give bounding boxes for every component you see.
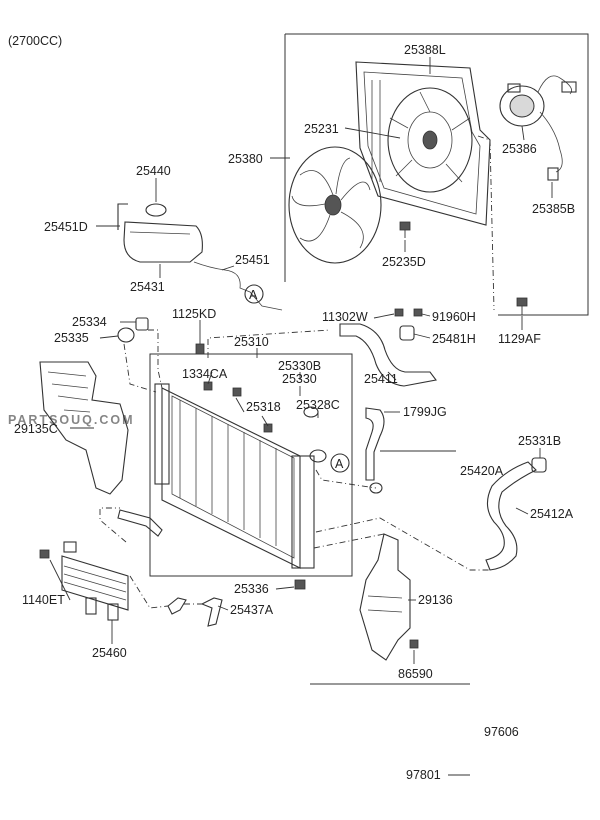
route-guard xyxy=(313,533,385,549)
callout-25440: 25440 xyxy=(136,164,171,178)
route-oil-line xyxy=(99,507,127,543)
connector-a-bottom-label: A xyxy=(335,457,344,471)
route-lower-hose xyxy=(315,517,490,571)
callout-1140et: 1140ET xyxy=(22,593,65,607)
callout-25420a: 25420A xyxy=(460,464,504,478)
route-oil-return xyxy=(129,575,169,609)
cooling-fan xyxy=(288,146,382,264)
callout-25380: 25380 xyxy=(228,152,263,166)
callout-97606: 97606 xyxy=(484,725,519,739)
fan-shroud xyxy=(355,61,491,226)
watermark: PARTSOUQ.COM xyxy=(8,413,135,427)
callout-25451d: 25451D xyxy=(44,220,88,234)
air-guard-29135c xyxy=(39,361,129,495)
callout-25328c: 25328C xyxy=(296,398,340,412)
fan-motor xyxy=(499,75,577,181)
callout-25451: 25451 xyxy=(235,253,270,267)
fan-group-frame xyxy=(285,33,589,316)
lower-hose-25412a xyxy=(485,457,547,571)
route-mount-lower xyxy=(123,343,157,393)
leader-lines xyxy=(49,57,553,776)
callout-25388l: 25388L xyxy=(404,43,446,57)
bolt-1125kd xyxy=(195,343,205,355)
bolt-1140et xyxy=(39,549,50,559)
oil-cooler-25460 xyxy=(61,541,129,621)
bracket-25318 xyxy=(263,423,273,433)
callout-25431: 25431 xyxy=(130,280,165,294)
callout-25310: 25310 xyxy=(234,335,269,349)
callout-86590: 86590 xyxy=(398,667,433,681)
callout-25481h: 25481H xyxy=(432,332,476,346)
oil-line-upper xyxy=(117,509,163,537)
upper-hose-25411 xyxy=(339,308,437,387)
radiator-cap-25330 xyxy=(309,449,327,463)
callout-25231: 25231 xyxy=(304,122,339,136)
bracket-25318-top xyxy=(232,387,242,397)
bolt-25235d xyxy=(399,221,411,238)
drain-plug-25336 xyxy=(294,579,306,590)
callout-25330b: 25330B xyxy=(278,359,321,373)
callout-25318: 25318 xyxy=(246,400,281,414)
air-guard-29136 xyxy=(359,533,419,661)
callout-25460: 25460 xyxy=(92,646,127,660)
callout-1125kd: 1125KD xyxy=(172,307,216,321)
connector-a-top-label: A xyxy=(249,288,258,302)
clip-86590 xyxy=(409,639,419,649)
route-shroud-edge xyxy=(477,135,491,141)
callout-25331b: 25331B xyxy=(518,434,561,448)
hose-1799jg xyxy=(365,407,385,494)
callout-25335: 25335 xyxy=(54,331,89,345)
callout-97801: 97801 xyxy=(406,768,441,782)
bolt-1129af xyxy=(516,297,528,315)
callout-1129af: 1129AF xyxy=(498,332,541,346)
coolant-reservoir xyxy=(117,203,283,311)
mount-25334 xyxy=(135,317,149,331)
connector-a-top: A xyxy=(244,284,264,304)
callout-25412a: 25412A xyxy=(530,507,574,521)
callout-25385b: 25385B xyxy=(532,202,575,216)
route-cap xyxy=(315,469,377,489)
clip-1334ca xyxy=(203,381,213,391)
callout-25386: 25386 xyxy=(502,142,537,156)
callout-91960h: 91960H xyxy=(432,310,476,324)
route-mount xyxy=(148,329,163,389)
callout-25336: 25336 xyxy=(234,582,269,596)
callout-1334ca: 1334CA xyxy=(182,367,228,381)
callout-25330: 25330 xyxy=(282,372,317,386)
oil-hose-25437a xyxy=(167,597,223,627)
connector-a-bottom: A xyxy=(330,453,350,473)
route-shroud-bolt xyxy=(489,139,495,311)
callout-25411: 25411 xyxy=(364,372,398,386)
callout-1799jg: 1799JG xyxy=(403,405,447,419)
callout-25437a: 25437A xyxy=(230,603,274,617)
callout-29136: 29136 xyxy=(418,593,453,607)
callout-29135c: 29135C xyxy=(14,422,58,436)
callout-11302w: 11302W xyxy=(322,310,368,324)
engine-note: (2700CC) xyxy=(8,34,62,48)
radiator-core xyxy=(154,383,315,569)
radiator-group-frame xyxy=(149,353,353,577)
callout-25235d: 25235D xyxy=(382,255,426,269)
mount-25335 xyxy=(117,327,135,343)
callout-25334: 25334 xyxy=(72,315,107,329)
